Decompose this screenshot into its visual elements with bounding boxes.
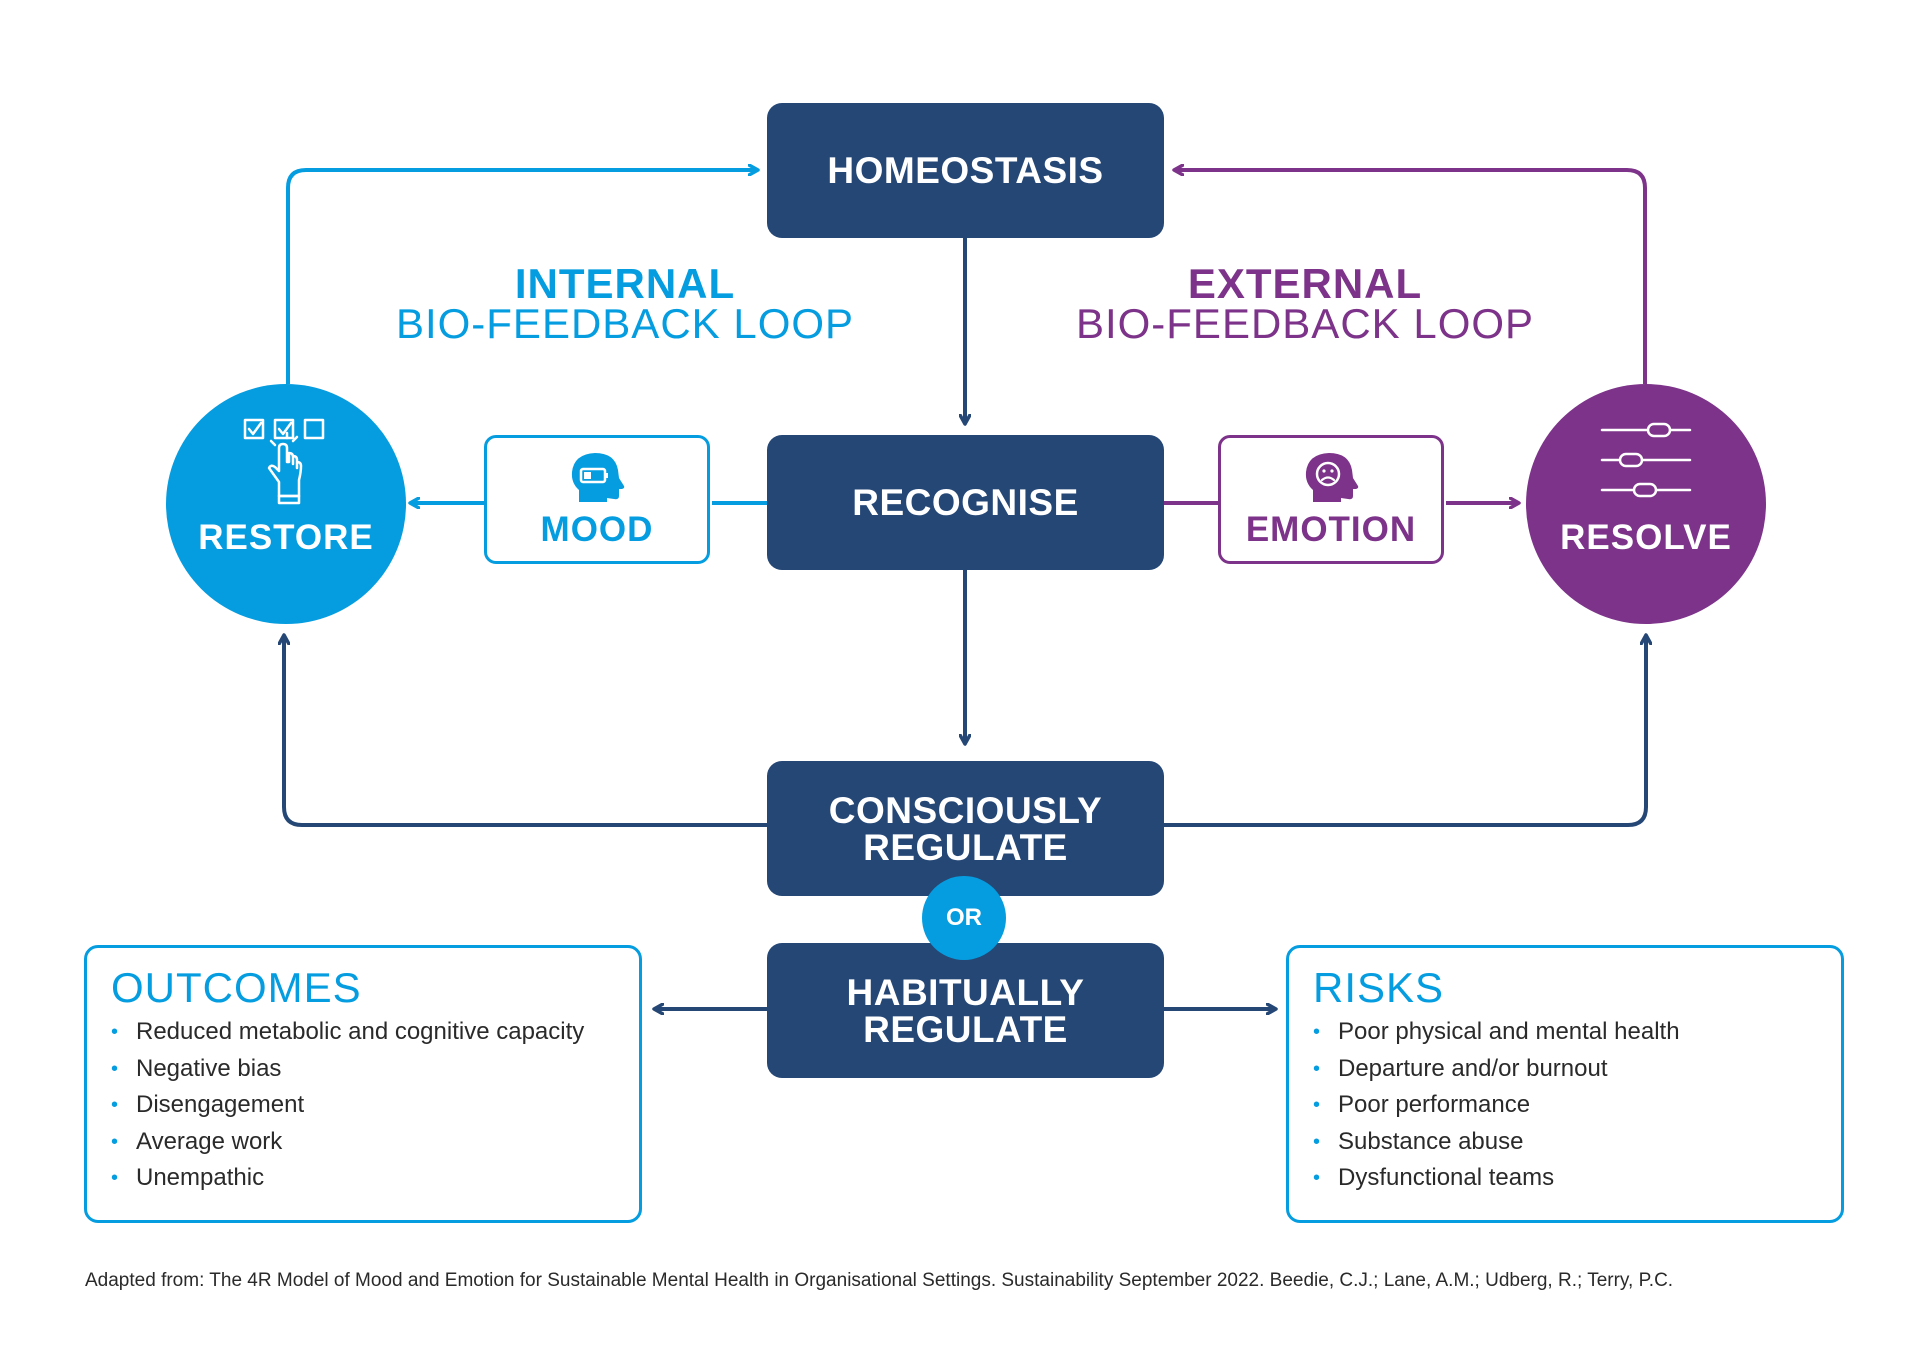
restore-label: RESTORE <box>198 518 374 557</box>
external-loop-label: EXTERNAL BIO-FEEDBACK LOOP <box>1060 260 1550 347</box>
resolve-label: RESOLVE <box>1560 518 1732 557</box>
restore-circle: RESTORE <box>166 384 406 624</box>
regulate-to-restore-arrow <box>284 636 767 827</box>
external-loop-subtitle: BIO-FEEDBACK LOOP <box>1075 300 1535 347</box>
regulate-label: REGULATE <box>863 826 1068 868</box>
external-loop-title: EXTERNAL <box>1187 260 1423 307</box>
risk-item: Poor performance <box>1313 1087 1817 1124</box>
restore-to-homeostasis-arrow <box>286 170 757 384</box>
checklist-pointer-icon <box>243 418 325 505</box>
consciously-regulate-box: CONSCIOUSLY REGULATE <box>767 761 1164 896</box>
regulate-to-resolve-arrow <box>1164 636 1646 827</box>
or-label: OR <box>946 904 982 931</box>
outcome-item: Disengagement <box>111 1087 615 1124</box>
mood-tag: MOOD <box>484 435 710 564</box>
mood-label: MOOD <box>540 509 654 549</box>
risks-title: RISKS <box>1313 964 1445 1011</box>
or-badge: OR <box>922 876 1006 960</box>
internal-loop-title: INTERNAL <box>514 260 736 307</box>
recognise-label: RECOGNISE <box>852 482 1079 523</box>
regulate-label-2: REGULATE <box>863 1008 1068 1050</box>
resolve-circle: RESOLVE <box>1526 384 1766 624</box>
outcome-item: Average work <box>111 1124 615 1161</box>
outcome-item: Unempathic <box>111 1160 615 1197</box>
consciously-label: CONSCIOUSLY <box>828 789 1103 831</box>
risk-item: Substance abuse <box>1313 1124 1817 1161</box>
outcomes-title: OUTCOMES <box>111 964 362 1011</box>
outcome-item: Reduced metabolic and cognitive capacity <box>111 1014 615 1051</box>
recognise-box: RECOGNISE <box>767 435 1164 570</box>
source-citation: Adapted from: The 4R Model of Mood and E… <box>85 1270 1674 1291</box>
head-sad-face-icon <box>1305 452 1359 502</box>
risk-item: Poor physical and mental health <box>1313 1014 1817 1051</box>
sliders-icon <box>1600 422 1692 498</box>
emotion-tag: EMOTION <box>1218 435 1444 564</box>
head-battery-icon <box>571 452 625 502</box>
risk-item: Dysfunctional teams <box>1313 1160 1817 1197</box>
habitually-regulate-box: HABITUALLY REGULATE <box>767 943 1164 1078</box>
risk-item: Departure and/or burnout <box>1313 1051 1817 1088</box>
outcomes-list: Reduced metabolic and cognitive capacity… <box>111 1014 615 1197</box>
internal-loop-subtitle: BIO-FEEDBACK LOOP <box>395 300 855 347</box>
risks-panel: RISKS Poor physical and mental health De… <box>1286 945 1844 1223</box>
risks-list: Poor physical and mental health Departur… <box>1313 1014 1817 1197</box>
emotion-label: EMOTION <box>1245 509 1417 549</box>
resolve-to-homeostasis-arrow <box>1175 170 1647 384</box>
habitually-label: HABITUALLY <box>846 971 1085 1013</box>
internal-loop-label: INTERNAL BIO-FEEDBACK LOOP <box>380 260 870 347</box>
outcome-item: Negative bias <box>111 1051 615 1088</box>
homeostasis-box: HOMEOSTASIS <box>767 103 1164 238</box>
homeostasis-label: HOMEOSTASIS <box>827 150 1104 191</box>
outcomes-panel: OUTCOMES Reduced metabolic and cognitive… <box>84 945 642 1223</box>
